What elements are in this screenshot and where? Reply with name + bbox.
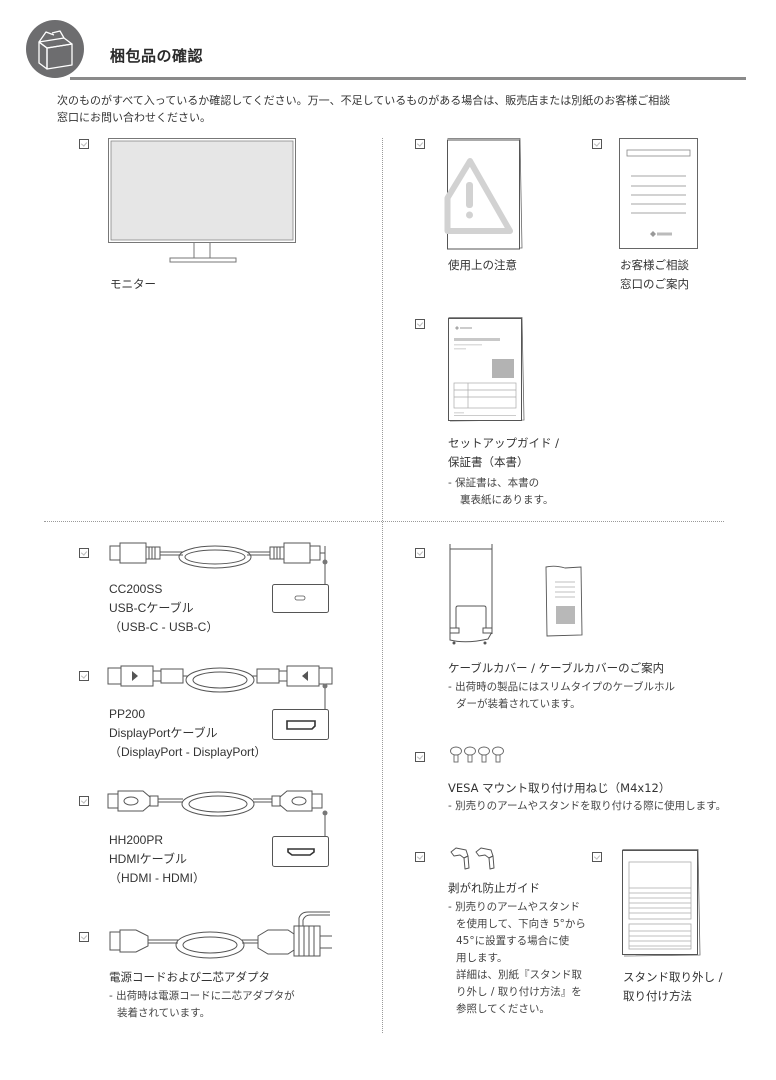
cable-cover-note: - 出荷時の製品にはスリムタイプのケーブルホル ダーが装着されています。: [448, 681, 675, 710]
intro-text: 次のものがすべて入っているか確認してください。万一、不足しているものがある場合は…: [57, 92, 747, 126]
power-cord-note: - 出荷時は電源コードに二芯アダプタが 装着されています。: [109, 990, 295, 1019]
precautions-label: 使用上の注意: [448, 258, 517, 272]
hdmi-cable-label: HH200PR HDMIケーブル （HDMI - HDMI）: [109, 833, 205, 885]
cable-cover-label: ケーブルカバー / ケーブルカバーのご案内: [448, 661, 665, 675]
stand-manual-label: スタンド取り外し / 取り付け方法: [623, 970, 723, 1003]
power-cord-label: 電源コードおよび二芯アダプタ: [109, 970, 270, 984]
setup-guide-label: セットアップガイド / 保証書（本書）: [448, 436, 560, 469]
displayport-cable-icon: [107, 665, 333, 709]
warning-booklet-icon: [444, 138, 523, 250]
setup-guide-note: - 保証書は、本書の 裏表紙にあります。: [448, 477, 554, 506]
checkbox-usbc-cable[interactable]: [79, 548, 89, 558]
checkbox-hdmi-cable[interactable]: [79, 796, 89, 806]
hdmi-port-icon: [272, 836, 329, 867]
manual-icon: [622, 849, 701, 957]
hdmi-cable-icon: [107, 790, 328, 837]
vesa-screws-label: VESA マウント取り付け用ねじ（M4x12）: [448, 781, 671, 795]
monitor-label: モニター: [110, 277, 156, 291]
checkbox-precautions[interactable]: [415, 139, 425, 149]
cable-cover-icon: [449, 544, 493, 645]
horizontal-divider: [44, 521, 724, 522]
header-icon-circle: [26, 20, 84, 78]
bracket-icon: [450, 847, 495, 870]
vertical-divider: [382, 138, 383, 1033]
power-cord-icon: [109, 911, 332, 959]
support-label: お客様ご相談 窓口のご案内: [620, 258, 689, 291]
leaflet-icon: [545, 565, 583, 637]
anti-peel-guide-label: 剥がれ防止ガイド: [448, 881, 540, 895]
checkbox-power-cord[interactable]: [79, 932, 89, 942]
checkbox-setup-guide[interactable]: [415, 319, 425, 329]
usbc-cable-label: CC200SS USB-Cケーブル （USB-C - USB-C）: [109, 582, 219, 634]
guide-booklet-icon: [448, 317, 525, 422]
usbc-cable-icon: [109, 542, 328, 584]
checkbox-cable-cover[interactable]: [415, 548, 425, 558]
dp-cable-label: PP200 DisplayPortケーブル （DisplayPort - Dis…: [109, 707, 267, 759]
checkbox-anti-peel-guide[interactable]: [415, 852, 425, 862]
displayport-port-icon: [272, 709, 329, 740]
usbc-port-icon: [272, 584, 329, 613]
checkbox-vesa-screws[interactable]: [415, 752, 425, 762]
checkbox-support[interactable]: [592, 139, 602, 149]
vesa-screws-note: - 別売りのアームやスタンドを取り付ける際に使用します。: [448, 800, 727, 812]
intro-line-1: 次のものがすべて入っているか確認してください。万一、不足しているものがある場合は…: [57, 94, 671, 107]
checkbox-monitor[interactable]: [79, 139, 89, 149]
screws-icon: [450, 746, 504, 763]
document-icon: [619, 138, 698, 249]
monitor-icon: [108, 138, 296, 263]
page-title: 梱包品の確認: [110, 47, 204, 65]
header-rule: [70, 77, 746, 80]
intro-line-2: 窓口にお問い合わせください。: [57, 111, 211, 124]
checkbox-dp-cable[interactable]: [79, 671, 89, 681]
checkbox-stand-manual[interactable]: [592, 852, 602, 862]
box-icon: [38, 30, 73, 70]
anti-peel-guide-note: - 別売りのアームやスタンド を使用して、下向き 5°から 45°に設置する場合…: [448, 901, 586, 1015]
